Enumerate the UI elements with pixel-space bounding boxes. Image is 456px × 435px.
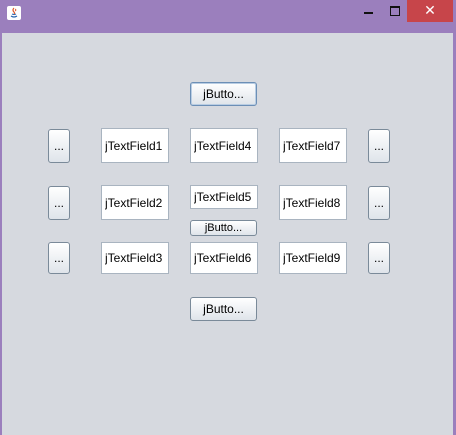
close-icon: ✕ [424,3,436,19]
text-field-8[interactable] [279,185,347,220]
text-field-6[interactable] [190,242,258,274]
right-button-1[interactable]: ... [368,129,390,163]
left-button-3[interactable]: ... [48,242,70,274]
left-button-1[interactable]: ... [48,129,70,163]
bottom-button[interactable]: jButto... [190,297,257,321]
left-button-2[interactable]: ... [48,186,70,220]
middle-button[interactable]: jButto... [190,220,257,236]
content-panel: jButto... ... ... ... jButto... ... ... … [2,33,453,435]
text-field-2[interactable] [101,185,169,220]
text-field-7[interactable] [279,128,347,163]
text-field-5[interactable] [190,185,258,209]
close-button[interactable]: ✕ [407,0,453,22]
text-field-3[interactable] [101,242,169,274]
minimize-icon[interactable] [355,0,381,22]
text-field-9[interactable] [279,242,347,274]
text-field-1[interactable] [101,128,169,163]
title-bar[interactable]: ✕ [0,0,456,25]
top-button[interactable]: jButto... [190,82,257,106]
right-button-2[interactable]: ... [368,186,390,220]
text-field-4[interactable] [190,128,258,163]
java-app-icon [7,6,21,20]
right-button-3[interactable]: ... [368,242,390,274]
maximize-icon[interactable] [381,0,407,22]
